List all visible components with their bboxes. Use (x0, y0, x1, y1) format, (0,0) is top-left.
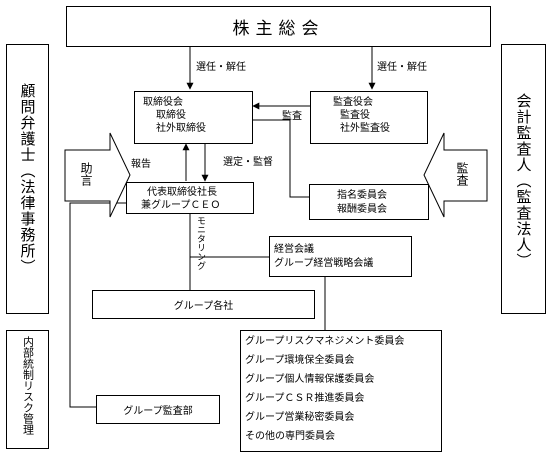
nomination-committee-box: 指名委員会 報酬委員会 (309, 184, 429, 220)
audit-board-outside-auditors: 社外監査役 (340, 123, 390, 134)
advice-arrow-label: 助言 (79, 162, 93, 186)
nomination-committee-label: 指名委員会 (337, 190, 387, 201)
risk-committee-item: グループ個人情報保護委員会 (245, 374, 375, 385)
audit-label: 監査 (282, 111, 302, 122)
elect-label-right: 選任・解任 (377, 62, 427, 73)
management-meeting-box: 経営会議 グループ経営戦略会議 (269, 236, 412, 277)
internal-control-label: 内部統制リスク管理 (21, 336, 35, 435)
monitoring-label: モニタリング (193, 216, 207, 270)
accounting-auditor-label: 会計監査人（監査法人） (514, 93, 533, 269)
board-directors: 取締役 (156, 110, 186, 121)
risk-committee-item: グループ営業秘密委員会 (245, 412, 355, 423)
audit-board-auditors: 監査役 (340, 110, 370, 121)
board-title: 取締役会 (143, 97, 183, 108)
supervise-label: 選定・監督 (223, 157, 273, 168)
group-strategy-meeting-label: グループ経営戦略会議 (274, 258, 374, 269)
advice-arrow-text: 助言 (79, 162, 93, 186)
risk-committee-item: グループＣＳＲ推進委員会 (245, 393, 365, 404)
compensation-committee-label: 報酬委員会 (337, 204, 387, 215)
committee-link-line (253, 119, 309, 198)
shareholders-meeting-label: 株主総会 (232, 19, 325, 39)
audit-board-box: 監査役会 監査役 社外監査役 (310, 91, 428, 144)
legal-counsel-box: 顧問弁護士（法律事務所） (6, 44, 49, 314)
group-audit-dept-label: グループ監査部 (123, 406, 193, 417)
risk-committee-item: グループ環境保全委員会 (245, 355, 355, 366)
risk-committee-item: その他の専門委員会 (245, 431, 335, 442)
audit-block-arrow (423, 132, 488, 218)
legal-counsel-label: 顧問弁護士（法律事務所） (18, 83, 37, 275)
risk-committee-item: グループリスクマネジメント委員会 (245, 336, 405, 347)
group-companies-box: グループ各社 (92, 290, 315, 319)
group-audit-dept-box: グループ監査部 (96, 395, 220, 424)
ceo-title: 代表取締役社長 (147, 187, 217, 198)
ceo-box: 代表取締役社長 兼グループＣＥＯ (126, 182, 254, 214)
internal-control-box: 内部統制リスク管理 (6, 330, 49, 449)
management-meeting-label: 経営会議 (274, 244, 314, 255)
ceo-group-title: 兼グループＣＥＯ (141, 200, 221, 211)
accounting-auditor-box: 会計監査人（監査法人） (501, 44, 546, 314)
monitoring-label-text: モニタリング (195, 216, 205, 270)
audit-dept-line (69, 202, 126, 408)
risk-committees-box: グループリスクマネジメント委員会 グループ環境保全委員会 グループ個人情報保護委… (240, 330, 442, 452)
elect-label-left: 選任・解任 (196, 62, 246, 73)
report-label: 報告 (131, 159, 151, 170)
audit-arrow-text: 監査 (455, 162, 469, 186)
group-companies-label: グループ各社 (173, 301, 234, 312)
shareholders-meeting-box: 株主総会 (66, 6, 491, 47)
audit-board-title: 監査役会 (333, 97, 373, 108)
board-of-directors-box: 取締役会 取締役 社外取締役 (134, 91, 253, 144)
advice-block-arrow (64, 132, 131, 218)
audit-arrow-label: 監査 (455, 162, 469, 186)
board-outside-directors: 社外取締役 (156, 123, 206, 134)
